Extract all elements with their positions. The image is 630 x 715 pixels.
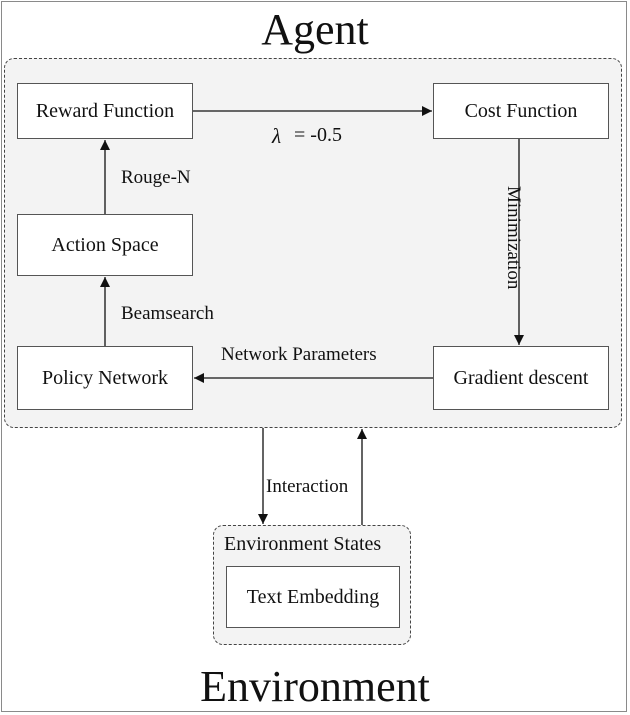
agent-title: Agent (261, 5, 369, 54)
lambda-symbol: λ (272, 124, 282, 148)
rouge-n-label: Rouge-N (121, 167, 191, 188)
lambda-value-label: = -0.5 (294, 124, 342, 146)
environment-states-label: Environment States (224, 533, 382, 555)
text-embedding-box: Text Embedding (226, 566, 400, 628)
environment-title: Environment (200, 662, 430, 711)
cost-function-box: Cost Function (433, 83, 609, 139)
beamsearch-label: Beamsearch (121, 303, 214, 324)
interaction-label: Interaction (266, 476, 349, 497)
reward-function-box: Reward Function (17, 83, 193, 139)
policy-network-box: Policy Network (17, 346, 193, 410)
action-space-box: Action Space (17, 214, 193, 276)
network-parameters-label: Network Parameters (221, 344, 377, 365)
gradient-descent-box: Gradient descent (433, 346, 609, 410)
